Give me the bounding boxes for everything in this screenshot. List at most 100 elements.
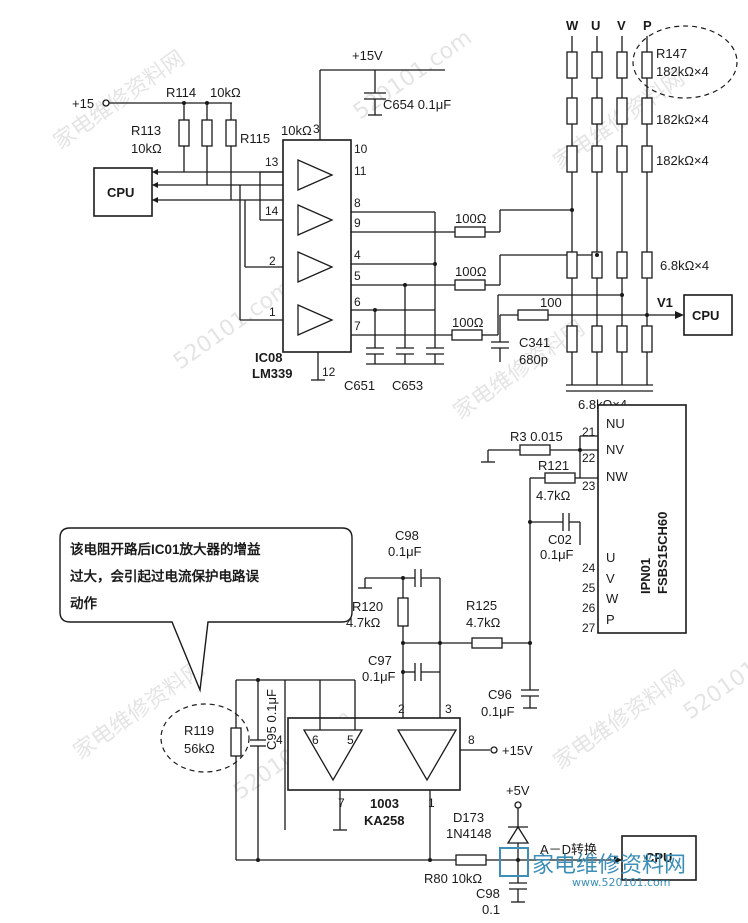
svg-text:100Ω: 100Ω [455,211,487,226]
ipm-module-fsbs15ch60: NU NV NW U V W P 21 22 23 24 25 26 27 IP… [582,404,687,635]
svg-text:动作: 动作 [70,595,97,611]
svg-text:7: 7 [354,319,361,333]
svg-text:+15V: +15V [502,743,533,758]
svg-text:C653: C653 [392,378,423,393]
svg-text:4: 4 [354,248,361,262]
svg-text:CPU: CPU [645,850,672,865]
svg-text:+5V: +5V [506,783,530,798]
svg-text:1003: 1003 [370,796,399,811]
svg-text:1N4148: 1N4148 [446,826,492,841]
svg-text:1: 1 [428,796,435,810]
svg-text:10: 10 [354,142,368,156]
svg-text:R114: R114 [166,85,196,100]
svg-text:R147: R147 [656,46,687,61]
svg-text:24: 24 [582,561,596,575]
svg-text:KA258: KA258 [364,813,404,828]
svg-text:R125: R125 [466,598,497,613]
svg-text:0.1μF: 0.1μF [388,544,422,559]
svg-text:6: 6 [354,295,361,309]
svg-text:C97: C97 [368,653,392,668]
svg-text:V1: V1 [657,295,673,310]
svg-text:14: 14 [265,204,279,218]
svg-text:C651: C651 [344,378,375,393]
svg-text:3: 3 [313,122,320,136]
svg-text:6: 6 [312,733,319,747]
cpu-block-right: CPU [683,294,733,336]
svg-text:7: 7 [338,796,345,810]
comparator-inputs: 100Ω 100Ω 100Ω C651 C653 [344,209,622,393]
svg-text:4: 4 [276,733,283,747]
svg-text:182kΩ×4: 182kΩ×4 [656,153,709,168]
svg-text:C95 0.1μF: C95 0.1μF [264,689,279,750]
svg-text:0.1: 0.1 [482,902,500,917]
svg-text:3: 3 [445,702,452,716]
pullup-network: +15 R114 10kΩ R113 10kΩ R115 10kΩ [72,85,312,200]
svg-text:25: 25 [582,581,596,595]
adc-output-network: +5V D173 1N4148 A－D转换 CPU R80 10kΩ C98 0… [236,783,697,917]
svg-text:IPN01: IPN01 [638,558,653,594]
svg-text:4.7kΩ: 4.7kΩ [536,488,571,503]
svg-text:R3 0.015: R3 0.015 [510,429,563,444]
svg-text:0.1μF: 0.1μF [362,669,396,684]
svg-text:CPU: CPU [692,308,719,323]
svg-text:5: 5 [354,269,361,283]
svg-text:C02: C02 [548,532,572,547]
svg-text:680p: 680p [519,352,548,367]
svg-text:21: 21 [582,425,596,439]
svg-text:5: 5 [347,733,354,747]
svg-text:W: W [566,18,579,33]
svg-text:6.8kΩ×4: 6.8kΩ×4 [660,258,709,273]
svg-text:R115: R115 [240,131,270,146]
svg-text:V: V [606,571,615,586]
svg-text:P: P [606,612,615,627]
svg-text:4.7kΩ: 4.7kΩ [346,615,381,630]
svg-text:LM339: LM339 [252,366,292,381]
svg-text:2: 2 [269,254,276,268]
svg-text:R120: R120 [352,599,383,614]
svg-text:100: 100 [540,295,562,310]
svg-text:U: U [591,18,600,33]
svg-text:CPU: CPU [107,185,134,200]
svg-text:22: 22 [582,451,596,465]
svg-text:IC08: IC08 [255,350,282,365]
ic08-lm339: 3 13 14 2 1 10 11 8 9 4 5 6 7 12 IC08 LM… [239,122,368,381]
shunt-network: R3 0.015 R121 4.7kΩ C02 0.1μF [481,429,598,690]
svg-text:过大，会引起过电流保护电路误: 过大，会引起过电流保护电路误 [70,568,259,584]
ka258-opamp: 6 5 2 3 4 8 7 1 1003 KA258 +15V [276,679,533,860]
svg-text:12: 12 [322,365,336,379]
svg-text:NU: NU [606,416,625,431]
svg-text:10kΩ: 10kΩ [210,85,241,100]
svg-text:R113: R113 [131,123,161,138]
svg-text:100Ω: 100Ω [452,315,484,330]
svg-text:D173: D173 [453,810,484,825]
svg-text:C98: C98 [395,528,419,543]
svg-text:家电维修资料网: 家电维修资料网 [532,853,686,878]
svg-text:10kΩ: 10kΩ [131,141,162,156]
svg-text:9: 9 [354,216,361,230]
svg-text:1: 1 [269,305,276,319]
svg-text:+15: +15 [72,96,94,111]
svg-text:10kΩ: 10kΩ [281,123,312,138]
watermark-text: 家电维修资料网 [49,46,190,155]
svg-text:0.1μF: 0.1μF [540,547,574,562]
svg-text:P: P [643,18,652,33]
svg-text:0.1μF: 0.1μF [481,704,515,719]
svg-text:8: 8 [354,196,361,210]
svg-text:A－D转换: A－D转换 [540,842,597,857]
svg-text:NW: NW [606,469,628,484]
svg-text:C654 0.1μF: C654 0.1μF [383,97,451,112]
svg-text:V: V [617,18,626,33]
svg-text:C341: C341 [519,335,550,350]
svg-text:4.7kΩ: 4.7kΩ [466,615,501,630]
brand-logo: 家电维修资料网 www.520101.com [499,847,686,889]
svg-text:2: 2 [398,702,405,716]
svg-text:+15V: +15V [352,48,383,63]
svg-text:FSBS15CH60: FSBS15CH60 [655,512,670,594]
svg-text:13: 13 [265,155,279,169]
svg-text:26: 26 [582,601,596,615]
svg-text:56kΩ: 56kΩ [184,741,215,756]
r119-c95: C95 0.1μF R119 56kΩ [160,678,285,860]
svg-text:www.520101.com: www.520101.com [572,876,670,889]
svg-text:11: 11 [354,164,367,178]
